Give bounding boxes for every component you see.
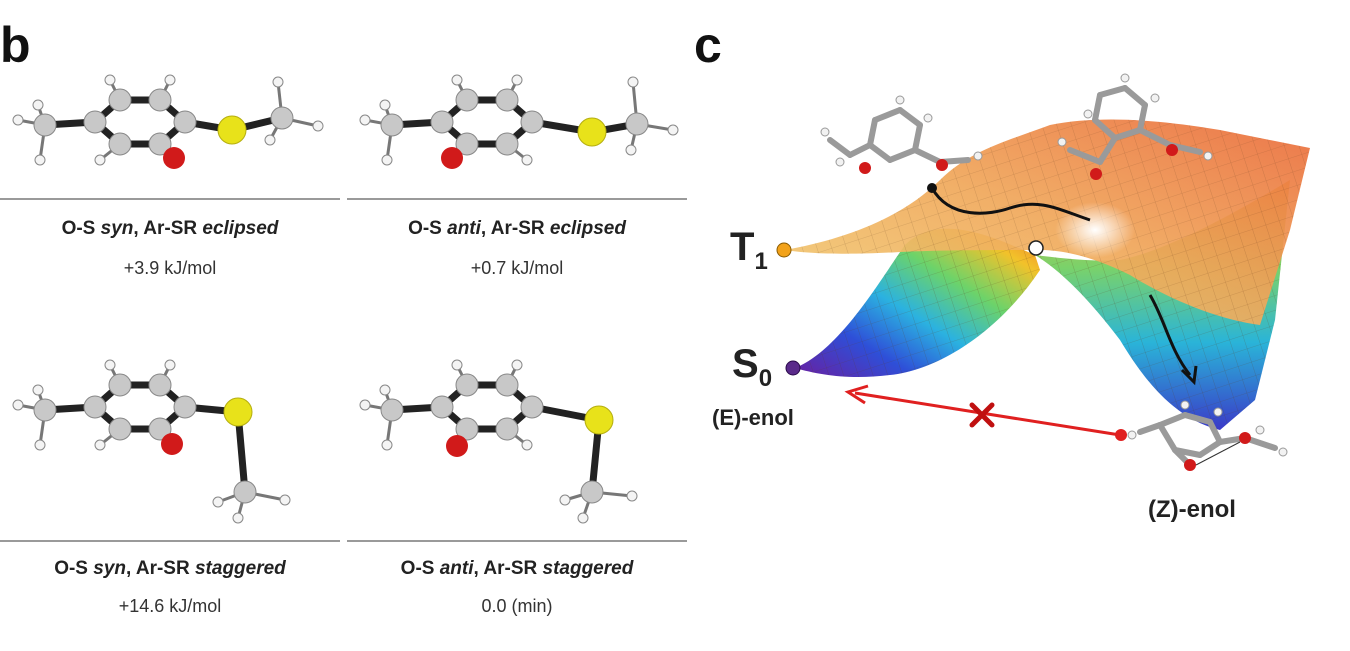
trajectory-start — [927, 183, 937, 193]
red-arrow-origin — [1115, 429, 1127, 441]
molecule-model — [12, 74, 324, 169]
oxygen-atom — [441, 147, 463, 169]
divider — [347, 198, 687, 200]
decay-path — [1148, 294, 1192, 376]
conformer-caption: O-S syn, Ar-SR eclipsed — [61, 218, 279, 239]
oxygen-atom — [163, 147, 185, 169]
sulfur-atom — [217, 115, 247, 145]
t1-label: T1 — [730, 225, 768, 275]
conformer-caption: O-S syn, Ar-SR staggered — [54, 558, 286, 579]
conformer-syn-staggered: O-S syn, Ar-SR staggered +14.6 kJ/mol — [0, 350, 340, 616]
trajectory-path — [930, 187, 1091, 222]
energy-surface-diagram: T1 S0 (E)-enol (Z)-enol — [700, 70, 1350, 646]
panel-letter-c: c — [694, 17, 722, 73]
cross-mark-icon — [969, 402, 995, 428]
divider — [0, 540, 340, 542]
conformer-caption: O-S anti, Ar-SR eclipsed — [408, 218, 626, 239]
divider — [347, 540, 687, 542]
molecule-model — [359, 74, 679, 169]
molecule-top-left — [820, 95, 983, 174]
energy-surface-svg — [776, 73, 1310, 471]
sulfur-atom — [577, 117, 607, 147]
conformer-anti-staggered: O-S anti, Ar-SR staggered 0.0 (min) — [347, 350, 687, 616]
conformer-energy: +14.6 kJ/mol — [118, 596, 222, 616]
s0-label: S0 — [732, 342, 773, 392]
z-enol-label: (Z)-enol — [1148, 496, 1236, 523]
oxygen-atom — [161, 433, 183, 455]
t1-marker — [776, 242, 792, 258]
divider — [0, 198, 340, 200]
e-enol-label: (E)-enol — [712, 405, 794, 430]
conformer-syn-eclipsed: O-S syn, Ar-SR eclipsed +3.9 kJ/mol — [0, 60, 340, 278]
panel-letter-b: b — [0, 17, 31, 73]
blocked-isomerization-arrow — [854, 391, 1121, 437]
s0-marker — [785, 360, 801, 376]
molecule-model — [359, 359, 638, 524]
conformer-caption: O-S anti, Ar-SR staggered — [400, 558, 634, 579]
sulfur-atom — [223, 397, 253, 427]
decay-arrowhead — [1180, 365, 1198, 386]
conformer-energy: 0.0 (min) — [481, 596, 553, 616]
molecule-top-right — [1057, 73, 1213, 180]
conformer-anti-eclipsed: O-S anti, Ar-SR eclipsed +0.7 kJ/mol — [347, 60, 687, 278]
oxygen-atom — [446, 435, 468, 457]
conformer-energy: +0.7 kJ/mol — [470, 258, 564, 278]
molecule-z-enol — [1127, 400, 1288, 471]
conical-intersection-marker — [1028, 240, 1044, 256]
molecule-model — [12, 359, 291, 524]
sulfur-atom — [584, 405, 614, 435]
conformer-energy: +3.9 kJ/mol — [123, 258, 217, 278]
red-arrowhead — [844, 384, 869, 405]
